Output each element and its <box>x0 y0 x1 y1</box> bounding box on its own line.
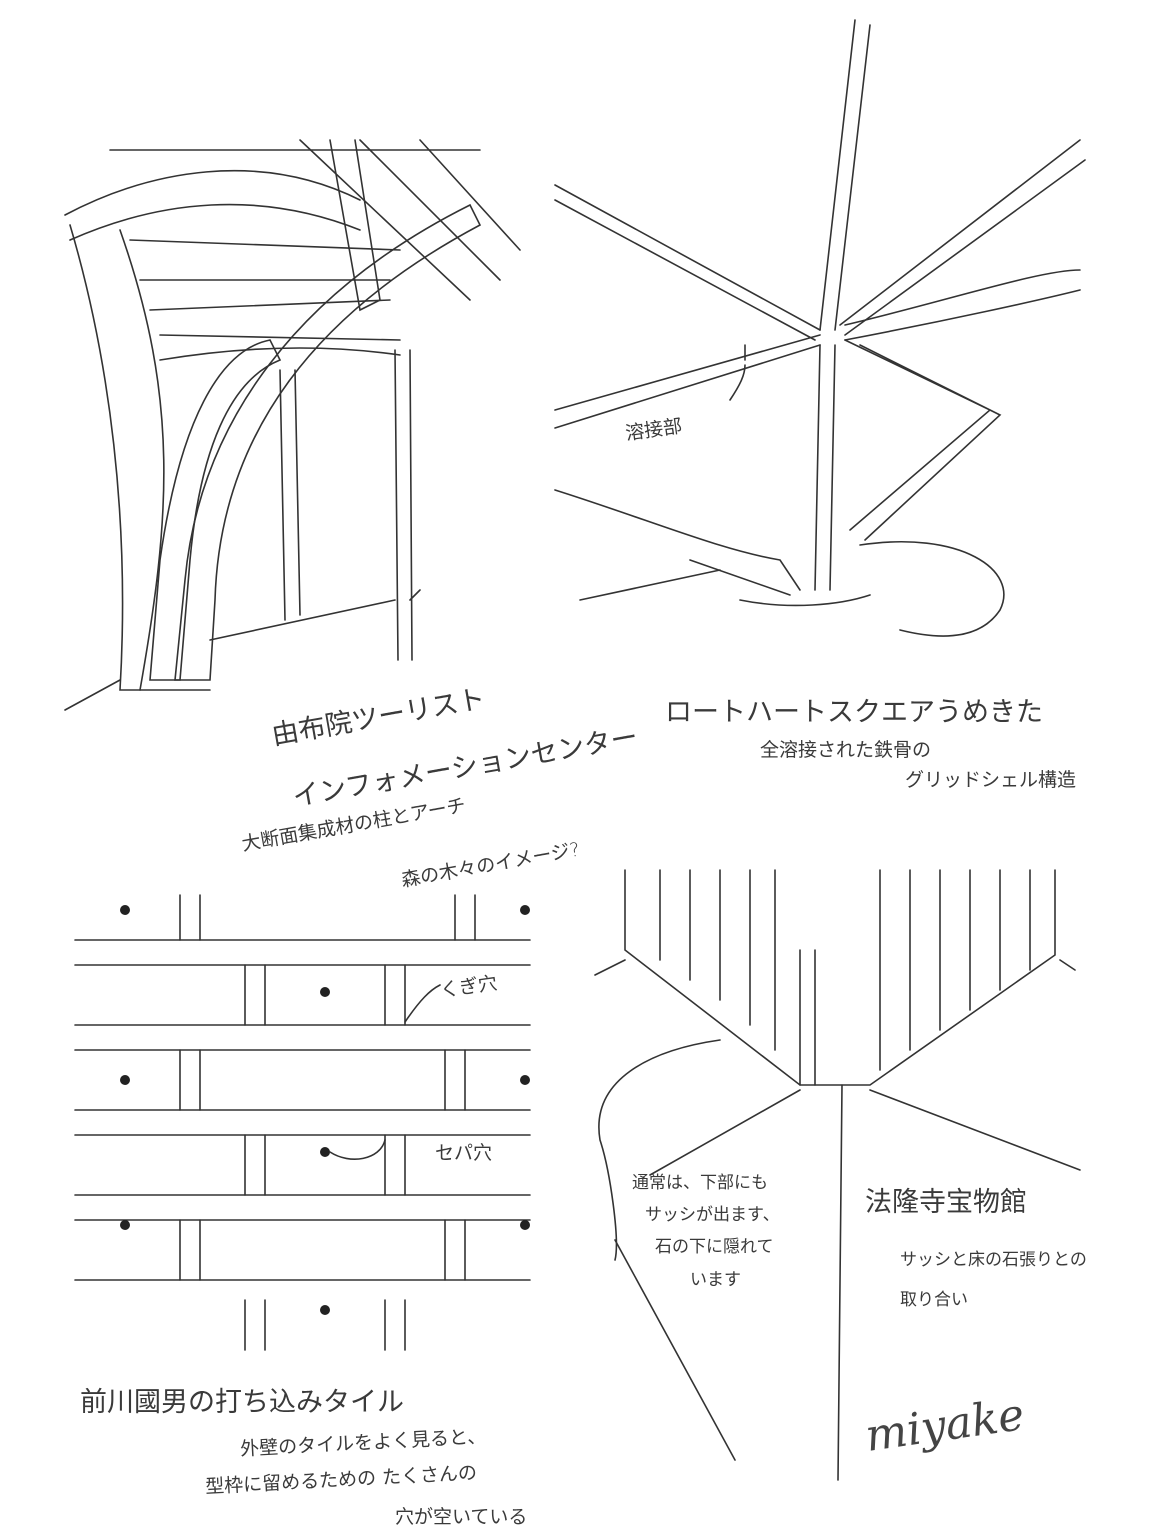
sketch4-callout-line4: います <box>690 1270 741 1290</box>
gridshell-sketch <box>554 19 1086 637</box>
corner-mullion-sketch <box>594 869 1081 1481</box>
sketch4-note-line1: サッシと床の石張りとの <box>900 1250 1087 1270</box>
sketch4-callout-line1: 通常は、下部にも <box>632 1173 768 1193</box>
sketch2-note-line2: グリッドシェル構造 <box>905 769 1077 791</box>
sketch2-title: ロートハートスクエアうめきた <box>665 697 1043 728</box>
sketch3-note-line3: 穴が空いている <box>395 1506 528 1528</box>
sketch3-callout-separator-hole: セパ穴 <box>435 1142 493 1164</box>
sketch4-note-line2: 取り合い <box>900 1290 968 1310</box>
sketch3-title: 前川國男の打ち込みタイル <box>80 1387 404 1418</box>
timber-column-sketch <box>64 139 521 711</box>
sketch4-title: 法隆寺宝物館 <box>865 1187 1027 1218</box>
sketch2-note-line1: 全溶接された鉄骨の <box>760 739 932 761</box>
sketch4-callout-line3: 石の下に隠れて <box>655 1237 774 1257</box>
tile-wall-sketch <box>74 894 531 1351</box>
sketch4-callout-line2: サッシが出ます、 <box>645 1205 780 1225</box>
